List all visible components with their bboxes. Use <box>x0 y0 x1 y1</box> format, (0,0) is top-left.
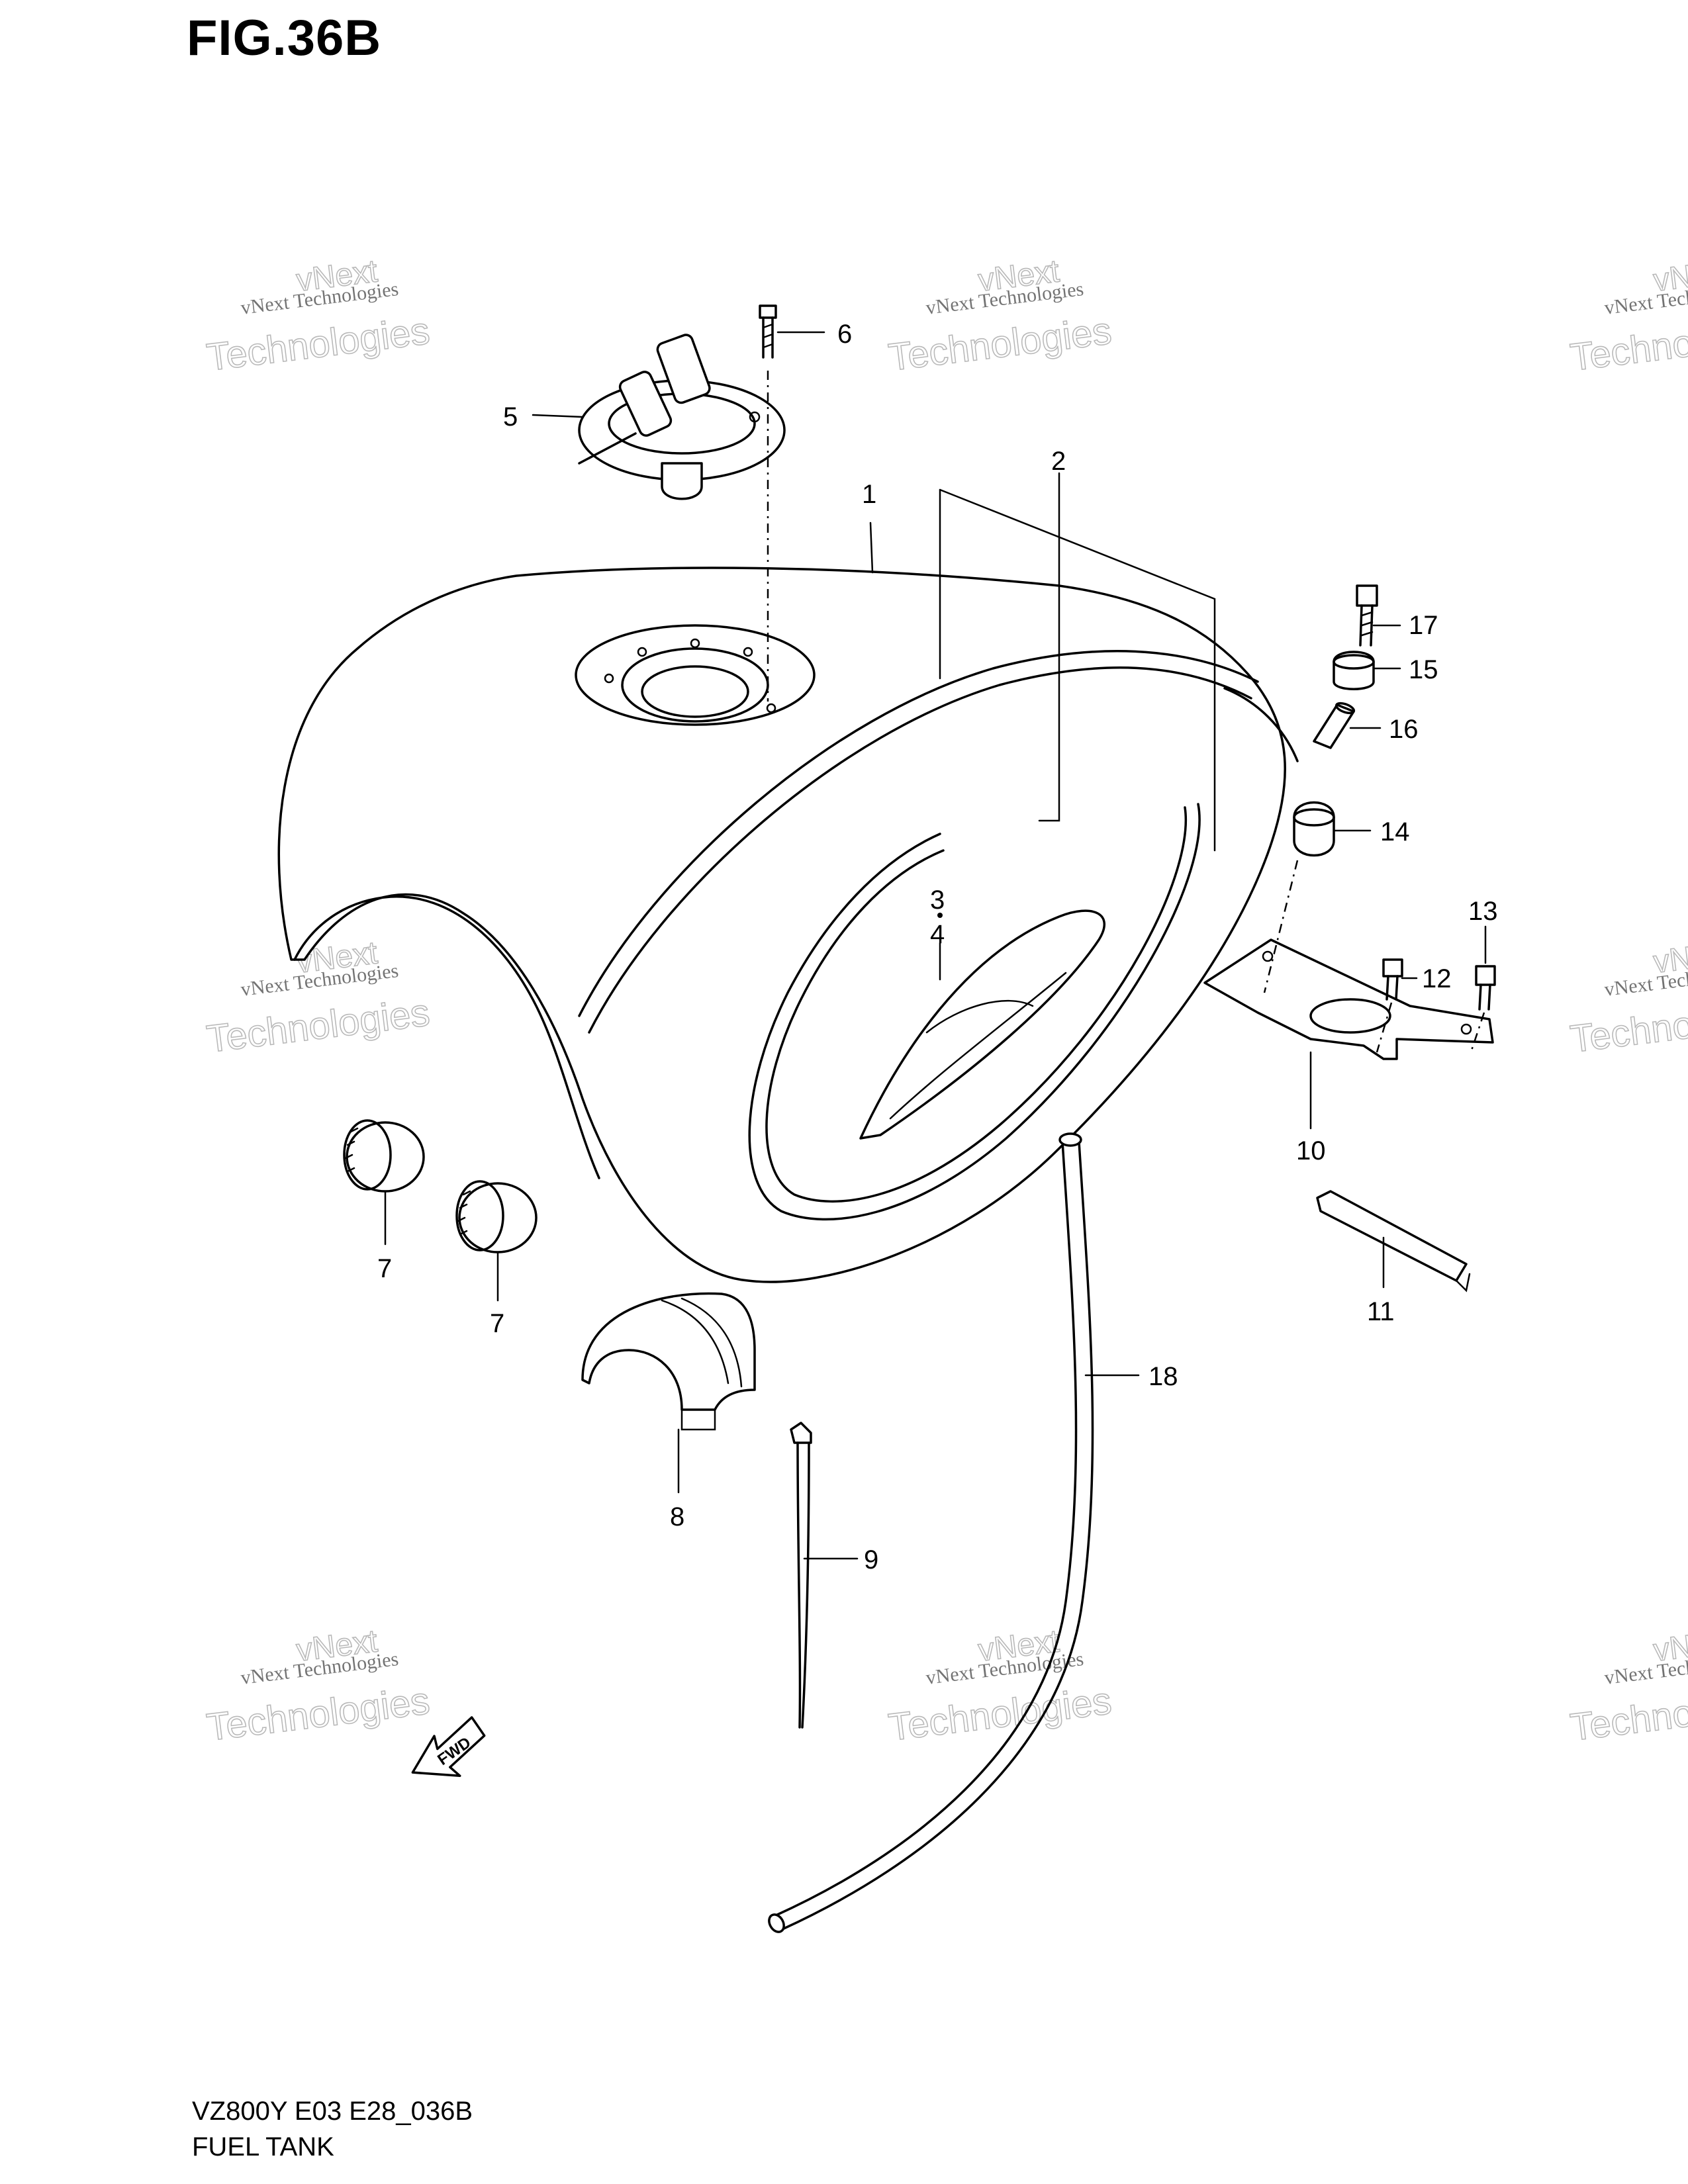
svg-text:vNext: vNext <box>1652 935 1688 980</box>
watermark: vNext Technologies vNext Technologies <box>204 1623 433 1750</box>
callout-9: 9 <box>864 1545 878 1574</box>
callout-5: 5 <box>503 402 518 432</box>
forward-arrow-icon: FWD <box>411 1716 486 1778</box>
cushion-part-small <box>1333 651 1375 690</box>
watermark: vNext Technologies vNext Technologies <box>886 253 1115 380</box>
bolt-part <box>1376 958 1403 1053</box>
callout-11: 11 <box>1367 1297 1395 1326</box>
leader-lines <box>384 331 1487 1560</box>
svg-text:Technologies: Technologies <box>1568 309 1688 379</box>
callout-14: 14 <box>1380 817 1410 846</box>
model-code: VZ800Y E03 E28_036B <box>192 2097 473 2126</box>
collar-part <box>1313 702 1356 749</box>
callout-13: 13 <box>1468 897 1498 926</box>
band-part <box>790 1422 812 1729</box>
callout-4: 4 <box>930 920 945 949</box>
watermark: vNext Technologies vNext Technologies <box>1568 1623 1688 1750</box>
hose-part <box>768 1132 1094 1933</box>
emblem-part <box>859 909 1105 1140</box>
callout-6: 6 <box>837 320 852 349</box>
cushion-part <box>581 1292 756 1431</box>
svg-text:Technologies: Technologies <box>1568 1679 1688 1749</box>
svg-text:vNext: vNext <box>1652 1623 1688 1668</box>
svg-text:Technologies: Technologies <box>205 1679 432 1749</box>
figure-title: FIG.36B <box>187 10 382 66</box>
watermark: vNext Technologies vNext Technologies <box>1568 253 1688 380</box>
callout-16: 16 <box>1389 715 1419 744</box>
fuel-cap-part <box>578 334 786 500</box>
fuel-tank-part <box>277 567 1299 1283</box>
watermark: vNext Technologies vNext Technologies <box>1568 935 1688 1062</box>
callout-labels: 1 2 3 4 5 6 7 7 8 9 10 11 12 13 14 15 16… <box>377 320 1498 1574</box>
svg-text:Technologies: Technologies <box>1568 991 1688 1061</box>
callout-7: 7 <box>377 1254 392 1283</box>
grommet-part <box>1293 801 1335 857</box>
callout-15: 15 <box>1409 655 1438 684</box>
callout-2: 2 <box>1051 447 1066 476</box>
bolt-part <box>1356 584 1378 647</box>
cap-part <box>455 1180 538 1253</box>
cushion-strip-part <box>1316 1190 1471 1293</box>
callout-17: 17 <box>1409 611 1438 640</box>
watermark: vNext Technologies vNext Technologies <box>204 935 433 1062</box>
callout-12: 12 <box>1422 964 1452 993</box>
svg-text:Technologies: Technologies <box>886 309 1114 379</box>
watermark: vNext Technologies vNext Technologies <box>886 1623 1115 1750</box>
callout-10: 10 <box>1296 1136 1326 1165</box>
callout-1: 1 <box>862 480 876 509</box>
cap-part <box>343 1119 425 1193</box>
callout-18: 18 <box>1149 1362 1178 1391</box>
callout-3: 3 <box>930 886 945 915</box>
watermark: vNext Technologies vNext Technologies <box>204 253 433 380</box>
svg-text:Technologies: Technologies <box>205 991 432 1061</box>
svg-text:vNext: vNext <box>1652 253 1688 298</box>
svg-text:Technologies: Technologies <box>205 309 432 379</box>
svg-text:Technologies: Technologies <box>886 1679 1114 1749</box>
bolt-part <box>1470 965 1496 1053</box>
screw-part <box>759 304 777 702</box>
callout-8: 8 <box>670 1502 684 1531</box>
assembly-name: FUEL TANK <box>192 2132 334 2161</box>
callout-7-second: 7 <box>490 1309 504 1338</box>
